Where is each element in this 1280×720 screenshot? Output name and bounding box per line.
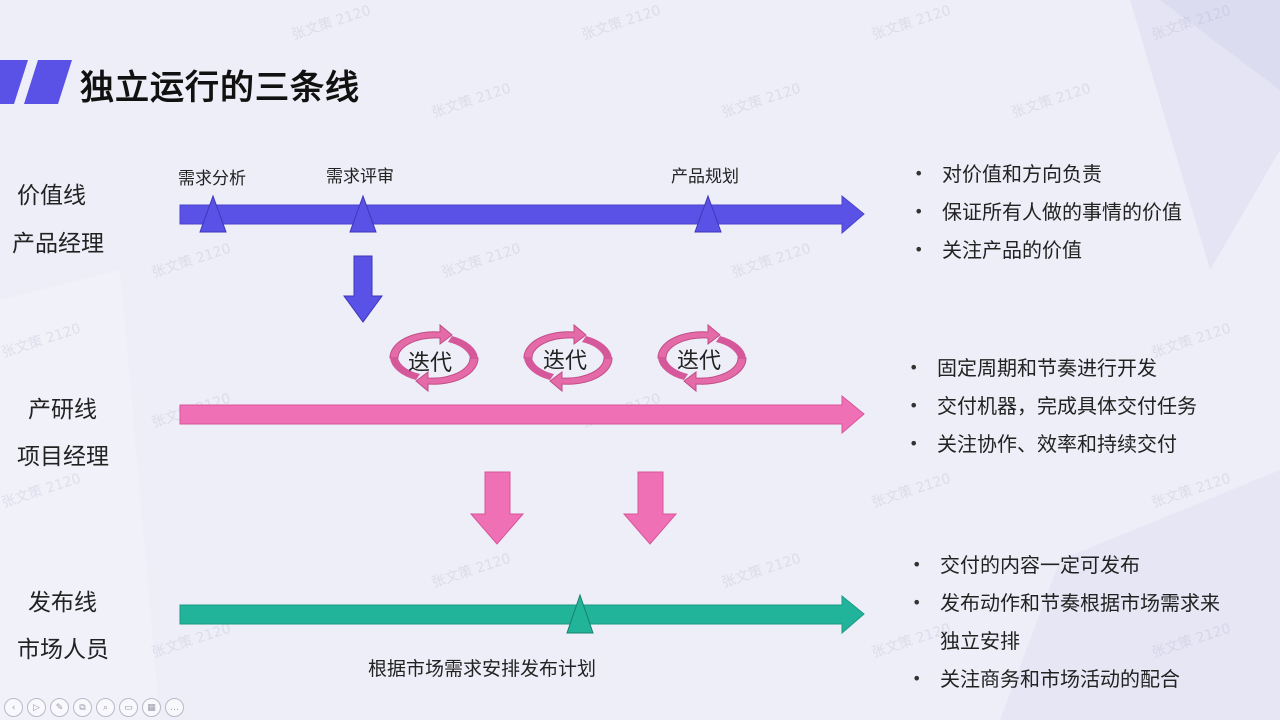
list-item: 发布动作和节奏根据市场需求来 独立安排 <box>910 584 1220 660</box>
dev-line-name: 产研线 <box>28 397 97 423</box>
milestone-label: 需求评审 <box>326 167 394 187</box>
presentation-toolbar: ‹ ▷ ✎ ⧉ ⌕ ▭ ▦ … <box>4 698 184 718</box>
zoom-icon[interactable]: ⌕ <box>96 698 115 717</box>
dev-line-owner: 项目经理 <box>17 444 109 470</box>
list-item: 交付机器，完成具体交付任务 <box>907 387 1197 425</box>
grid-icon[interactable]: ▦ <box>142 698 161 717</box>
list-item: 对价值和方向负责 <box>912 155 1182 193</box>
iteration-label: 迭代 <box>543 349 588 374</box>
value-line-bullets: 对价值和方向负责 保证所有人做的事情的价值 关注产品的价值 <box>912 155 1182 269</box>
iteration-cycle-icon <box>523 323 613 393</box>
prev-icon[interactable]: ‹ <box>4 698 23 717</box>
dev-line-bullets: 固定周期和节奏进行开发 交付机器，完成具体交付任务 关注协作、效率和持续交付 <box>907 349 1197 463</box>
value-line-name: 价值线 <box>17 183 86 209</box>
dev-to-release-arrow <box>622 471 678 545</box>
copy-icon[interactable]: ⧉ <box>73 698 92 717</box>
milestone-label: 需求分析 <box>178 169 246 189</box>
iteration-label: 迭代 <box>677 349 722 374</box>
list-item-text: 发布动作和节奏根据市场需求来 <box>940 591 1220 615</box>
dev-line-arrow <box>179 394 865 435</box>
more-icon[interactable]: … <box>165 698 184 717</box>
milestone-marker <box>199 194 227 233</box>
page-title: 独立运行的三条线 <box>80 68 360 108</box>
iteration-cycle-icon <box>657 323 747 393</box>
milestone-marker <box>694 194 722 233</box>
list-item-continuation: 独立安排 <box>940 629 1020 653</box>
release-line-bullets: 交付的内容一定可发布 发布动作和节奏根据市场需求来 独立安排 关注商务和市场活动… <box>910 546 1220 698</box>
release-line-arrow <box>179 594 865 635</box>
iteration-label: 迭代 <box>408 351 453 376</box>
screen-icon[interactable]: ▭ <box>119 698 138 717</box>
release-line-owner: 市场人员 <box>17 637 109 663</box>
release-line-name: 发布线 <box>28 590 97 616</box>
list-item: 关注产品的价值 <box>912 231 1182 269</box>
iteration-cycle-icon <box>389 323 479 393</box>
release-milestone-marker <box>566 593 594 634</box>
milestone-marker <box>349 194 377 233</box>
list-item: 交付的内容一定可发布 <box>910 546 1220 584</box>
list-item: 保证所有人做的事情的价值 <box>912 193 1182 231</box>
list-item: 关注协作、效率和持续交付 <box>907 425 1197 463</box>
release-caption: 根据市场需求安排发布计划 <box>368 658 597 680</box>
value-line-owner: 产品经理 <box>12 231 104 257</box>
value-line-arrow <box>179 194 865 235</box>
value-to-dev-arrow <box>343 255 383 323</box>
list-item: 固定周期和节奏进行开发 <box>907 349 1197 387</box>
dev-to-release-arrow <box>469 471 525 545</box>
list-item: 关注商务和市场活动的配合 <box>910 660 1220 698</box>
title-accent-icon <box>0 60 72 104</box>
milestone-label: 产品规划 <box>671 167 739 187</box>
pen-icon[interactable]: ✎ <box>50 698 69 717</box>
play-icon[interactable]: ▷ <box>27 698 46 717</box>
